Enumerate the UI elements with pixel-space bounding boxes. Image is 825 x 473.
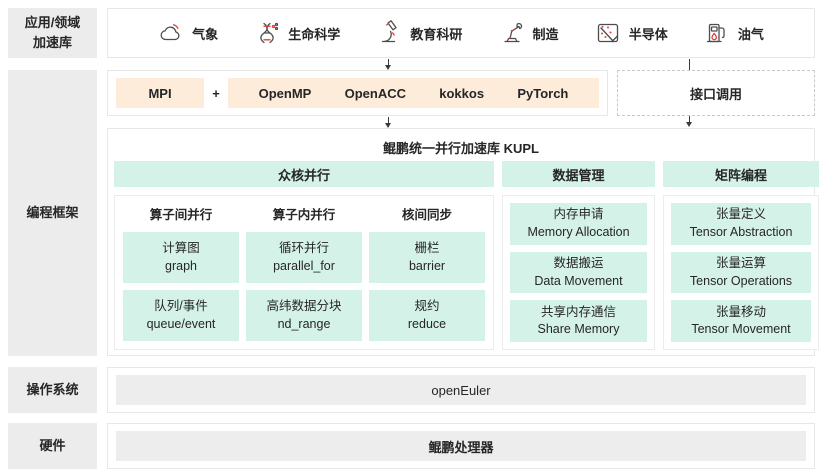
- apps-row: 气象 生命科学: [107, 8, 815, 58]
- cell-tensor-operations: 张量运算 Tensor Operations: [671, 251, 811, 294]
- microscope-icon: [376, 20, 402, 46]
- section-manycore-parallel: 众核并行 算子间并行 算子内并行 核间同步 计算图 graph 循环并行 par…: [114, 161, 494, 350]
- dna-icon: [254, 20, 280, 46]
- section-matrix-programming: 矩阵编程 张量定义 Tensor Abstraction 张量运算 Tensor…: [663, 161, 819, 350]
- cell-share-memory: 共享内存通信 Share Memory: [510, 300, 647, 343]
- fuel-pump-icon: [704, 20, 730, 46]
- cell-en: Tensor Operations: [689, 273, 793, 288]
- parallel-libs-chip: OpenMP OpenACC kokkos PyTorch: [228, 78, 599, 108]
- app-item-label: 半导体: [628, 26, 668, 42]
- app-item-weather: 气象: [158, 20, 218, 46]
- robot-arm-icon: [499, 20, 525, 46]
- kunpeng-processor-bar: 鲲鹏处理器: [116, 431, 806, 461]
- cell-zh: 规约: [414, 299, 440, 313]
- cell-en: barrier: [408, 258, 446, 273]
- matrix-programming-list: 张量定义 Tensor Abstraction 张量运算 Tensor Oper…: [663, 195, 819, 350]
- cell-en: Data Movement: [534, 273, 623, 288]
- layer-label-frameworks: 编程框架: [8, 70, 97, 356]
- app-item-manufacturing: 制造: [499, 20, 559, 46]
- column-header-inter-operator: 算子间并行: [149, 207, 213, 222]
- arrow-frameworks-to-kupl: [385, 117, 391, 128]
- app-item-label: 油气: [737, 26, 764, 42]
- cell-tensor-movement: 张量移动 Tensor Movement: [671, 300, 811, 343]
- hardware-row: 鲲鹏处理器: [107, 423, 815, 469]
- section-data-management: 数据管理 内存申请 Memory Allocation 数据搬运 Data Mo…: [502, 161, 655, 350]
- cell-zh: 栅栏: [414, 241, 440, 255]
- cell-en: queue/event: [146, 316, 216, 331]
- kupl-box: 鲲鹏统一并行加速库 KUPL 众核并行 算子间并行 算子内并行 核间同步 计算图…: [107, 128, 819, 356]
- cell-reduce: 规约 reduce: [369, 290, 485, 341]
- layer-label-frameworks-text: 编程框架: [26, 204, 79, 220]
- app-item-label: 生命科学: [288, 26, 341, 42]
- layer-label-os-text: 操作系统: [26, 381, 79, 397]
- layer-label-apps-line1: 应用/领域: [24, 14, 81, 30]
- cell-zh: 循环并行: [278, 241, 329, 255]
- cell-memory-allocation: 内存申请 Memory Allocation: [510, 203, 647, 245]
- layer-label-hardware-text: 硬件: [39, 437, 66, 453]
- cell-en: reduce: [407, 316, 447, 331]
- cell-zh: 队列/事件: [154, 299, 208, 313]
- section-header: 众核并行: [114, 161, 494, 187]
- cell-zh: 张量定义: [715, 207, 766, 222]
- cell-zh: 张量运算: [715, 256, 766, 270]
- kupl-sections: 众核并行 算子间并行 算子内并行 核间同步 计算图 graph 循环并行 par…: [114, 161, 819, 350]
- cell-barrier: 栅栏 barrier: [369, 232, 485, 283]
- openeuler-bar: openEuler: [116, 375, 806, 405]
- manycore-grid: 算子间并行 算子内并行 核间同步 计算图 graph 循环并行 parallel…: [114, 195, 494, 350]
- cell-zh: 共享内存通信: [540, 304, 616, 319]
- cell-en: Share Memory: [537, 322, 620, 337]
- section-header: 矩阵编程: [663, 161, 819, 187]
- interface-call-box: 接口调用: [617, 70, 815, 116]
- os-row: openEuler: [107, 367, 815, 413]
- cell-parallel-for: 循环并行 parallel_for: [246, 232, 362, 283]
- cell-en: graph: [165, 258, 197, 273]
- cell-data-movement: 数据搬运 Data Movement: [510, 251, 647, 294]
- cell-en: Tensor Abstraction: [689, 224, 793, 239]
- mpi-chip: MPI: [116, 78, 204, 108]
- app-item-semiconductor: 半导体: [595, 20, 668, 46]
- cell-graph: 计算图 graph: [123, 232, 239, 283]
- framework-libs-row: MPI + OpenMP OpenACC kokkos PyTorch: [107, 70, 608, 116]
- lib-openacc: OpenACC: [344, 85, 406, 101]
- cell-nd-range: 高纬数据分块 nd_range: [246, 290, 362, 341]
- cell-tensor-abstraction: 张量定义 Tensor Abstraction: [671, 203, 811, 245]
- app-item-life-sciences: 生命科学: [254, 20, 340, 46]
- arrow-apps-to-frameworks: [385, 59, 391, 70]
- cell-queue-event: 队列/事件 queue/event: [123, 290, 239, 341]
- cell-en: parallel_for: [273, 258, 335, 273]
- interface-call-label: 接口调用: [689, 86, 742, 102]
- app-item-label: 制造: [532, 26, 559, 42]
- app-item-oil-gas: 油气: [704, 20, 764, 46]
- cell-zh: 高纬数据分块: [266, 299, 342, 313]
- column-header-intra-operator: 算子内并行: [272, 207, 336, 222]
- data-management-list: 内存申请 Memory Allocation 数据搬运 Data Movemen…: [502, 195, 655, 350]
- lib-kokkos: kokkos: [439, 85, 485, 101]
- layer-label-os: 操作系统: [8, 367, 97, 413]
- section-header: 数据管理: [502, 161, 655, 187]
- lib-openmp: OpenMP: [258, 85, 312, 101]
- lib-pytorch: PyTorch: [517, 85, 569, 101]
- plus-sign: +: [212, 85, 220, 101]
- cell-zh: 张量移动: [715, 304, 766, 319]
- cell-zh: 计算图: [162, 241, 200, 255]
- layer-label-hardware: 硬件: [8, 423, 97, 469]
- cell-en: Memory Allocation: [527, 224, 630, 239]
- app-item-label: 气象: [192, 26, 219, 42]
- cell-en: Tensor Movement: [691, 322, 791, 337]
- layer-label-apps: 应用/领域 加速库: [8, 8, 97, 58]
- wafer-chip-icon: [595, 20, 621, 46]
- app-item-label: 教育科研: [410, 26, 463, 42]
- column-header-intercore-sync: 核间同步: [401, 207, 452, 222]
- cell-en: nd_range: [277, 316, 331, 331]
- weather-cloud-icon: [158, 20, 184, 46]
- cell-zh: 内存申请: [553, 207, 604, 222]
- kupl-title: 鲲鹏统一并行加速库 KUPL: [382, 141, 539, 156]
- cell-zh: 数据搬运: [553, 256, 604, 270]
- layer-label-apps-line2: 加速库: [32, 35, 72, 50]
- app-item-education-research: 教育科研: [376, 20, 462, 46]
